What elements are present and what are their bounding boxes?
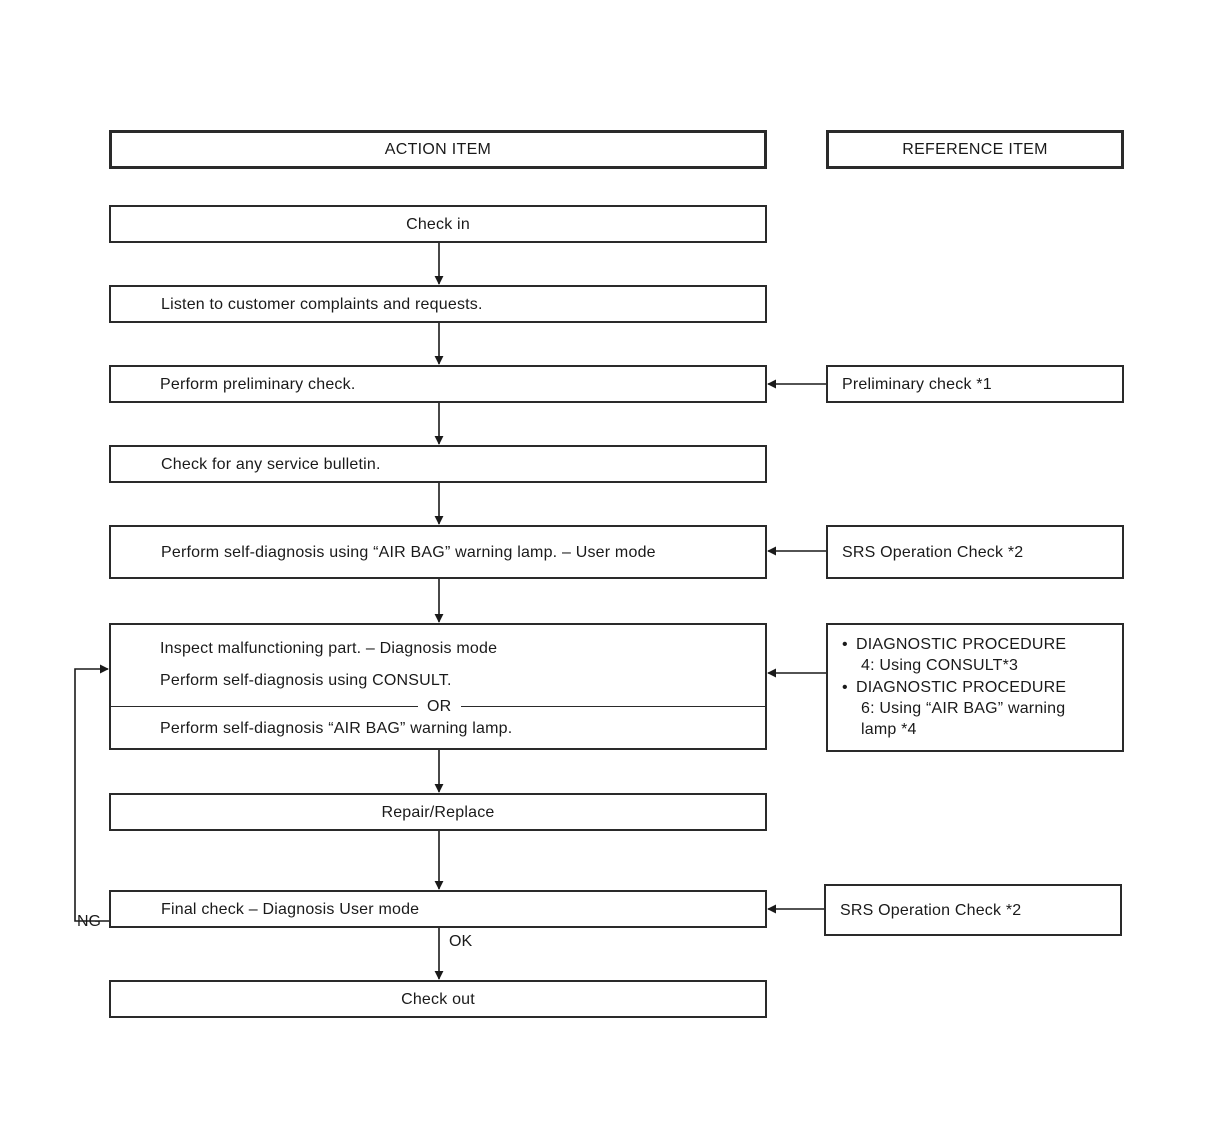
step-final-check: Final check – Diagnosis User mode <box>109 890 767 928</box>
ref-diag-2-line2: 6: Using “AIR BAG” warning <box>861 700 1066 717</box>
step-check-out: Check out <box>109 980 767 1018</box>
reference-item-header-label: REFERENCE ITEM <box>902 140 1048 158</box>
step-consult-label: Perform self-diagnosis using CONSULT. <box>160 672 452 689</box>
step-check-out-label: Check out <box>401 991 475 1008</box>
reference-item-header: REFERENCE ITEM <box>826 130 1124 169</box>
action-item-header: ACTION ITEM <box>109 130 767 169</box>
step-check-in: Check in <box>109 205 767 243</box>
ref-preliminary-check: Preliminary check *1 <box>826 365 1124 403</box>
or-divider-left <box>111 706 418 707</box>
ref-diag-1-line1: DIAGNOSTIC PROCEDURE <box>856 636 1067 653</box>
ref-srs-operation-check-1-label: SRS Operation Check *2 <box>842 544 1024 561</box>
action-item-header-label: ACTION ITEM <box>384 140 492 158</box>
ok-label: OK <box>449 933 473 950</box>
step-repair-label: Repair/Replace <box>381 804 495 821</box>
step-inspect-label: Inspect malfunctioning part. – Diagnosis… <box>160 640 498 657</box>
or-divider-right <box>461 706 765 707</box>
step-preliminary-label: Perform preliminary check. <box>160 376 356 393</box>
ref-preliminary-check-label: Preliminary check *1 <box>842 376 992 393</box>
bullet-icon: • <box>842 636 848 653</box>
step-listen-label: Listen to customer complaints and reques… <box>161 296 483 313</box>
step-listen: Listen to customer complaints and reques… <box>109 285 767 323</box>
step-bulletin-label: Check for any service bulletin. <box>161 456 381 473</box>
step-lamp-diagnosis-label: Perform self-diagnosis “AIR BAG” warning… <box>160 720 513 737</box>
step-self-diagnosis: Perform self-diagnosis using “AIR BAG” w… <box>109 525 767 579</box>
step-repair: Repair/Replace <box>109 793 767 831</box>
step-bulletin: Check for any service bulletin. <box>109 445 767 483</box>
ref-srs-operation-check-1: SRS Operation Check *2 <box>826 525 1124 579</box>
ref-diagnostic-procedures: • DIAGNOSTIC PROCEDURE 4: Using CONSULT*… <box>826 623 1124 752</box>
step-inspect-group: Inspect malfunctioning part. – Diagnosis… <box>109 623 767 750</box>
step-check-in-label: Check in <box>406 216 470 233</box>
ref-srs-operation-check-2: SRS Operation Check *2 <box>824 884 1122 936</box>
arrow-ng-loop <box>74 664 109 922</box>
ng-label: NG <box>77 913 101 930</box>
step-final-check-label: Final check – Diagnosis User mode <box>161 901 420 918</box>
step-preliminary: Perform preliminary check. <box>109 365 767 403</box>
or-label: OR <box>427 698 452 715</box>
step-self-diagnosis-label: Perform self-diagnosis using “AIR BAG” w… <box>161 544 656 561</box>
ref-diag-2-line3: lamp *4 <box>861 721 917 738</box>
ref-diag-1-line2: 4: Using CONSULT*3 <box>861 657 1019 674</box>
ref-diag-2-line1: DIAGNOSTIC PROCEDURE <box>856 679 1067 696</box>
ref-srs-operation-check-2-label: SRS Operation Check *2 <box>840 902 1022 919</box>
bullet-icon: • <box>842 679 848 696</box>
